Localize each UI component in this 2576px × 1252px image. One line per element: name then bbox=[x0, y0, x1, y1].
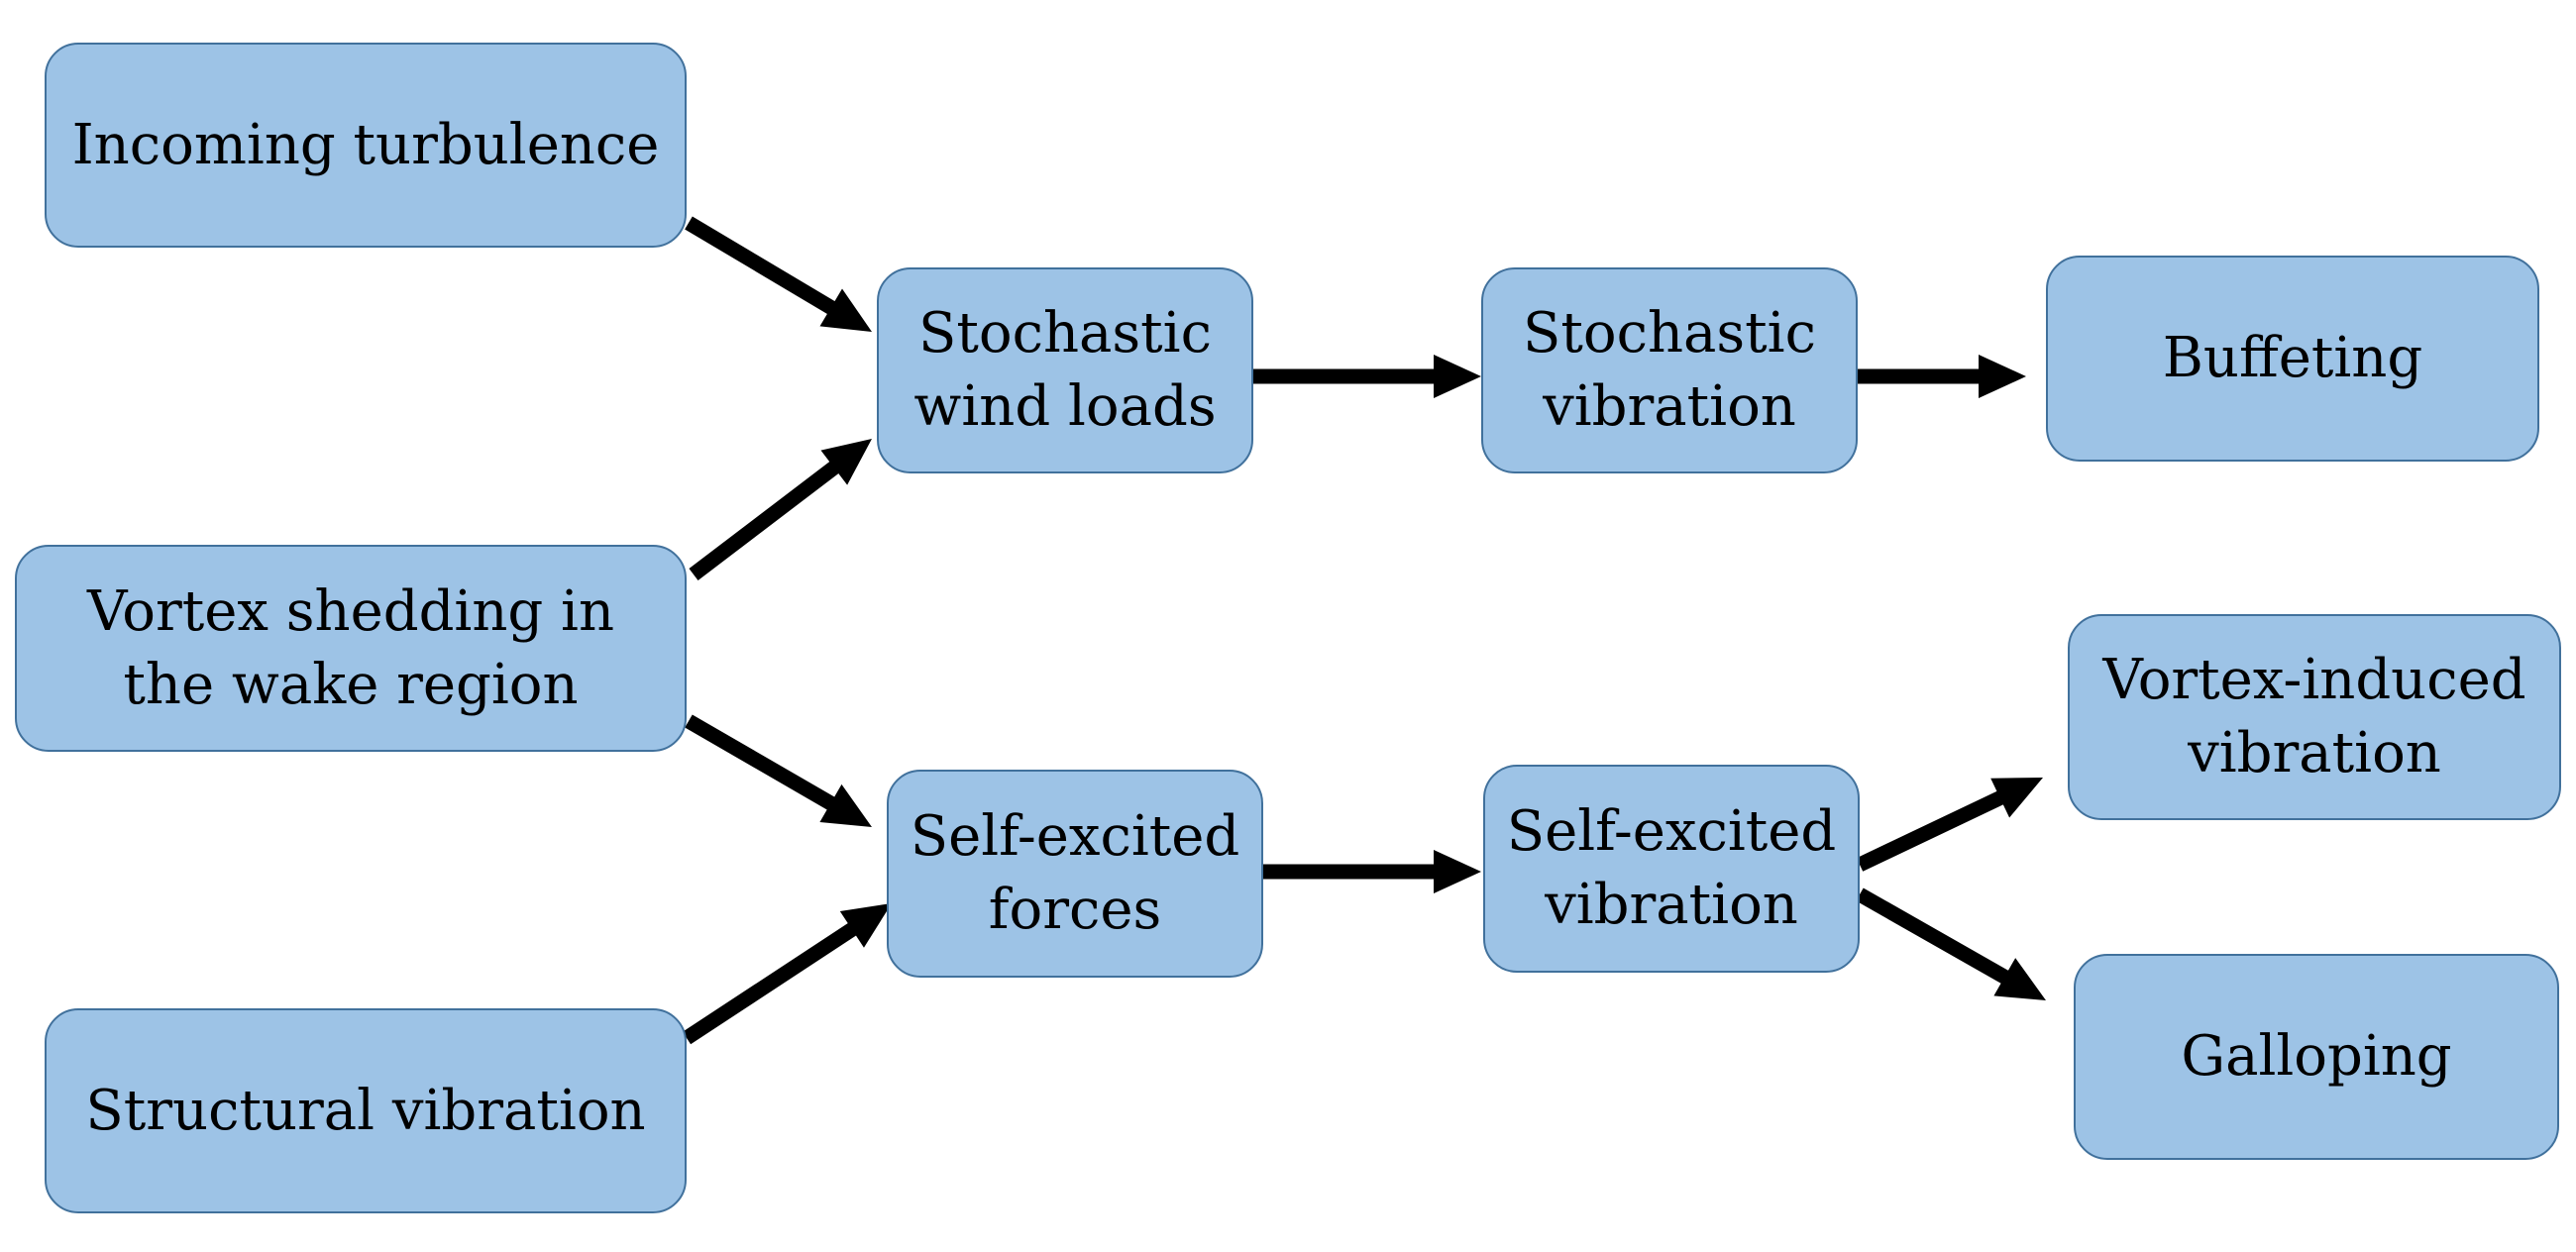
node-stochastic-wind-loads: Stochastic wind loads bbox=[877, 267, 1253, 473]
arrow-shaft bbox=[1856, 887, 2012, 986]
arrow-vortex-shedding-to-stochastic-wind-loads bbox=[689, 439, 872, 580]
node-label-line: Galloping bbox=[2181, 1024, 2452, 1089]
node-label-line: Vortex-induced bbox=[2102, 648, 2526, 712]
node-label-line: Vortex shedding in bbox=[86, 578, 615, 644]
arrow-stochastic-vibration-to-buffeting bbox=[1858, 355, 2026, 398]
arrow-shaft bbox=[1856, 789, 2007, 872]
arrow-structural-vibration-to-self-excited-forces bbox=[682, 903, 892, 1045]
node-label-line: Self-excited bbox=[1506, 799, 1837, 864]
arrow-head bbox=[819, 288, 872, 332]
arrow-head bbox=[1434, 355, 1481, 398]
node-label-line: the wake region bbox=[123, 652, 579, 717]
arrow-shaft bbox=[685, 714, 838, 812]
node-label-line: Self-excited bbox=[910, 804, 1240, 869]
arrow-head bbox=[1993, 958, 2046, 1000]
node-label-line: Structural vibration bbox=[85, 1078, 646, 1143]
node-label-line: vibration bbox=[1545, 873, 1798, 937]
node-self-excited-vibration: Self-excited vibration bbox=[1483, 765, 1860, 973]
arrow-head bbox=[1979, 355, 2026, 398]
arrow-head bbox=[839, 903, 892, 948]
arrow-shaft bbox=[682, 920, 860, 1045]
arrow-stochastic-wind-loads-to-stochastic-vibration bbox=[1253, 355, 1481, 398]
node-label-line: vibration bbox=[1543, 374, 1796, 439]
node-label-line: Stochastic bbox=[1523, 301, 1816, 365]
node-buffeting: Buffeting bbox=[2046, 256, 2539, 462]
arrow-vortex-shedding-to-self-excited-forces bbox=[685, 714, 872, 827]
node-galloping: Galloping bbox=[2074, 954, 2559, 1160]
arrow-head bbox=[1990, 778, 2043, 818]
node-label-line: wind loads bbox=[913, 374, 1217, 439]
arrow-head bbox=[1434, 850, 1481, 893]
arrow-self-excited-vibration-to-vortex-induced bbox=[1856, 778, 2043, 872]
arrow-self-excited-forces-to-self-excited-vibration bbox=[1263, 850, 1481, 893]
node-incoming-turbulence: Incoming turbulence bbox=[45, 43, 687, 248]
node-label-line: forces bbox=[988, 878, 1162, 942]
node-stochastic-vibration: Stochastic vibration bbox=[1481, 267, 1858, 473]
node-label-line: Incoming turbulence bbox=[71, 112, 660, 177]
arrow-head bbox=[819, 783, 872, 827]
arrow-group bbox=[682, 216, 2046, 1045]
arrow-incoming-turbulence-to-stochastic-wind-loads bbox=[685, 216, 872, 332]
node-label-line: Stochastic bbox=[918, 301, 1212, 365]
arrow-head bbox=[820, 439, 872, 485]
arrow-self-excited-vibration-to-galloping bbox=[1856, 887, 2046, 1000]
node-label-line: vibration bbox=[2188, 721, 2441, 785]
node-vortex-induced-vibration: Vortex-induced vibration bbox=[2068, 614, 2561, 820]
node-vortex-shedding: Vortex shedding in the wake region bbox=[15, 545, 687, 752]
arrow-shaft bbox=[685, 216, 839, 316]
node-structural-vibration: Structural vibration bbox=[45, 1008, 687, 1213]
node-self-excited-forces: Self-excited forces bbox=[887, 770, 1263, 978]
node-label-line: Buffeting bbox=[2162, 326, 2423, 390]
arrow-shaft bbox=[689, 459, 842, 580]
